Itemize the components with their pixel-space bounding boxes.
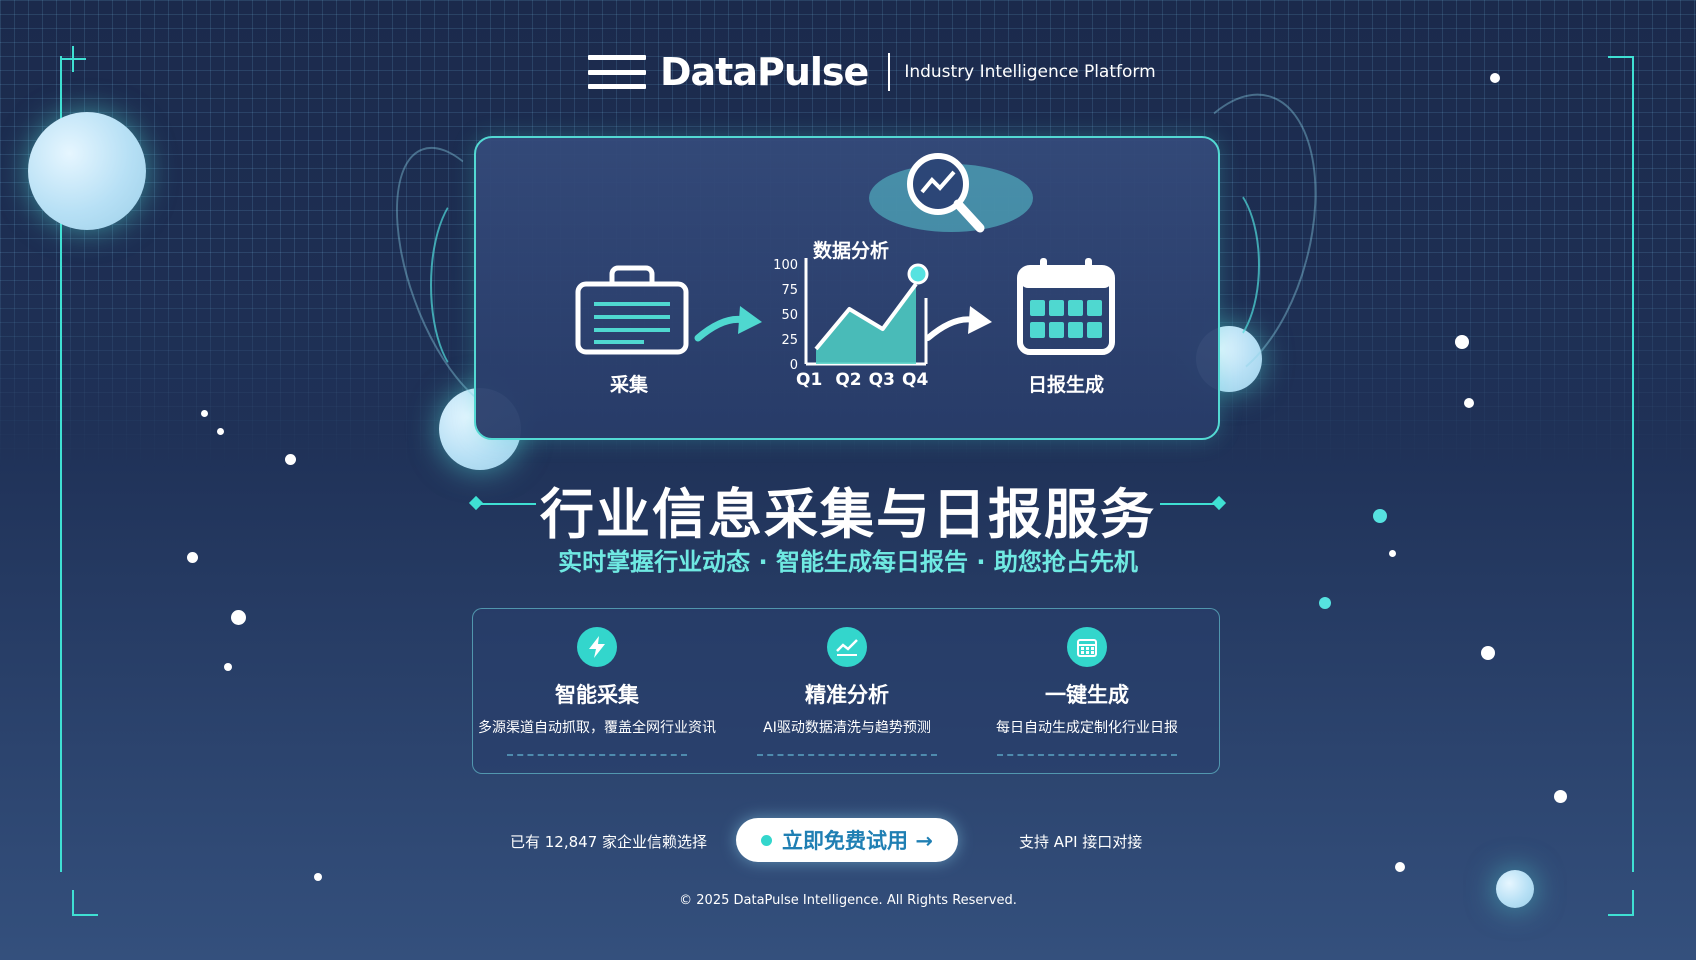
chart-x-tick-label: Q2 [835, 370, 862, 390]
frame-right-line [1632, 56, 1634, 872]
feature-panel: 智能采集 多源渠道自动抓取，覆盖全网行业资讯 精准分析 AI驱动数据清洗与趋势预… [472, 608, 1220, 774]
decorative-dot [1395, 862, 1405, 872]
step-analysis-label: 数据分析 [813, 240, 890, 262]
page-title: 行业信息采集与日报服务 [540, 483, 1156, 546]
decorative-dot [1319, 597, 1331, 609]
arrow-right-icon [925, 306, 992, 341]
decorative-arc [1180, 180, 1260, 350]
decorative-dot [314, 873, 322, 881]
calendar-icon [1017, 258, 1115, 355]
calendar-icon [1067, 627, 1107, 667]
frame-left-line [60, 56, 62, 872]
chart-area [816, 284, 916, 364]
analysis-chart: 100 75 50 25 0 [773, 258, 929, 373]
chart-line [814, 282, 918, 351]
frame-top-left-cross-h [60, 58, 86, 60]
decorative-dot [1373, 509, 1387, 523]
magnifier-icon [869, 153, 1033, 233]
free-trial-button[interactable]: 立即免费试用 → [736, 818, 958, 862]
decorative-dot [285, 454, 296, 465]
decorative-dot [1554, 790, 1567, 803]
feature-one-click-generate: 一键生成 每日自动生成定制化行业日报 [967, 609, 1207, 775]
decorative-dot [1490, 73, 1500, 83]
trust-count-text: 已有 12,847 家企业信赖选择 [510, 833, 708, 851]
feature-divider [997, 754, 1177, 756]
decorative-dot [201, 410, 208, 417]
decorative-dot [1389, 550, 1396, 557]
feature-desc: AI驱动数据清洗与趋势预测 [763, 720, 931, 736]
arrow-right-icon [694, 306, 762, 342]
decorative-dot [1464, 398, 1474, 408]
feature-title: 智能采集 [555, 683, 639, 707]
chart-y-tick-label: 50 [781, 308, 798, 323]
decorative-dot [187, 552, 198, 563]
brand-tagline: Industry Intelligence Platform [904, 62, 1156, 82]
decorative-dot [1455, 335, 1469, 349]
brand-logo[interactable]: DataPulse Industry Intelligence Platform [588, 50, 1156, 94]
chart-y-tick-label: 0 [790, 358, 798, 373]
trend-chart-icon [827, 627, 867, 667]
chart-x-tick-label: Q4 [902, 370, 929, 390]
briefcase-icon [575, 265, 689, 355]
feature-desc: 每日自动生成定制化行业日报 [996, 720, 1178, 736]
chart-y-tick-label: 75 [781, 283, 798, 298]
free-trial-label: 立即免费试用 → [782, 829, 933, 853]
chart-end-marker [907, 263, 929, 285]
title-line-left [478, 503, 536, 505]
lightning-icon [577, 627, 617, 667]
feature-title: 精准分析 [805, 683, 889, 707]
frame-bottom-right-corner [1608, 890, 1634, 916]
feature-divider [507, 754, 687, 756]
frame-top-right-corner [1608, 56, 1634, 82]
page-subtitle: 实时掌握行业动态 · 智能生成每日报告 · 助您抢占先机 [558, 548, 1138, 576]
decorative-orb [28, 112, 146, 230]
copyright: © 2025 DataPulse Intelligence. All Right… [679, 893, 1017, 908]
chart-x-tick-label: Q3 [868, 370, 895, 390]
frame-bottom-left-corner [72, 890, 98, 916]
chart-y-tick-label: 25 [781, 333, 798, 348]
chart-x-tick-label: Q1 [796, 370, 823, 390]
feature-precise-analysis: 精准分析 AI驱动数据清洗与趋势预测 [727, 609, 967, 775]
api-support-text: 支持 API 接口对接 [1019, 833, 1143, 851]
menu-lines-icon [588, 55, 646, 89]
workflow-card: 采集 数据分析 100 75 50 25 0 日报生成 Q1 Q2 Q3 Q4 [474, 136, 1220, 440]
decorative-dot [224, 663, 232, 671]
decorative-orb [1496, 870, 1534, 908]
feature-title: 一键生成 [1045, 683, 1129, 707]
chart-y-tick-label: 100 [773, 258, 798, 273]
step-collect-label: 采集 [610, 374, 649, 396]
decorative-dot [217, 428, 224, 435]
status-dot-icon [761, 834, 773, 846]
brand-name: DataPulse [660, 50, 869, 94]
title-line-right [1160, 503, 1220, 505]
feature-desc: 多源渠道自动抓取，覆盖全网行业资讯 [478, 720, 716, 736]
decorative-dot [231, 610, 246, 625]
step-report-label: 日报生成 [1028, 374, 1105, 396]
logo-divider [888, 53, 891, 91]
feature-divider [757, 754, 937, 756]
decorative-arc [430, 190, 510, 380]
decorative-dot [1481, 646, 1495, 660]
feature-smart-collect: 智能采集 多源渠道自动抓取，覆盖全网行业资讯 [477, 609, 717, 775]
